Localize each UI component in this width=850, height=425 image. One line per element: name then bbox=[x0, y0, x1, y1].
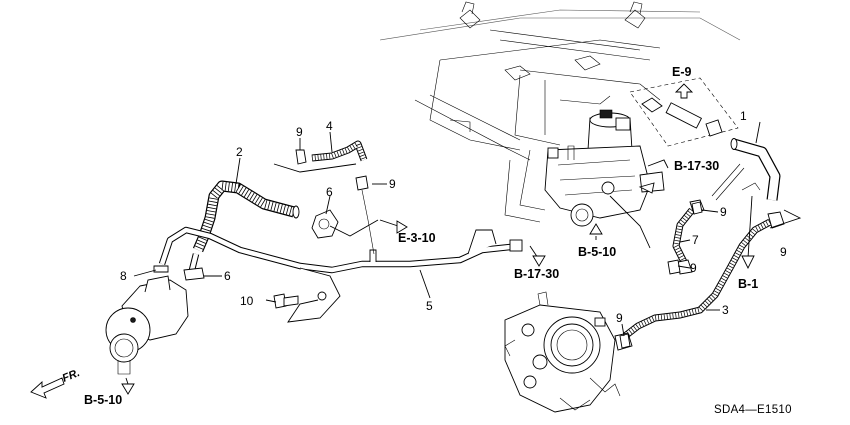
callout-6-lower: 6 bbox=[224, 269, 231, 283]
egr-valve-assembly bbox=[544, 109, 665, 227]
callout-numbers: 1 2 3 4 5 6 6 7 8 9 9 9 9 9 9 10 bbox=[120, 109, 787, 325]
throttle-body bbox=[504, 291, 633, 413]
ref-b1: B-1 bbox=[738, 277, 758, 291]
ref-e9: E-9 bbox=[672, 65, 692, 79]
intake-manifold-background bbox=[379, 1, 741, 223]
part-4-hose bbox=[311, 140, 368, 162]
water-valve bbox=[105, 275, 189, 375]
reference-arrows bbox=[30, 83, 755, 399]
callout-10: 10 bbox=[240, 294, 254, 308]
part-3-hose bbox=[622, 211, 785, 339]
callout-9-c: 9 bbox=[720, 205, 727, 219]
callout-9-a: 9 bbox=[296, 125, 303, 139]
callout-9-f: 9 bbox=[616, 311, 623, 325]
callout-9-b: 9 bbox=[389, 177, 396, 191]
e9-detail-box bbox=[629, 77, 739, 147]
part-8-and-6-lower bbox=[153, 265, 205, 281]
ref-b1730-mid: B-17-30 bbox=[514, 267, 559, 281]
front-direction-arrow-icon bbox=[30, 377, 65, 399]
leader-lines bbox=[133, 121, 802, 337]
callout-7: 7 bbox=[692, 233, 699, 247]
arrow-down-icon bbox=[532, 255, 546, 267]
ref-b510-bottom: B-5-10 bbox=[84, 393, 122, 407]
callout-8: 8 bbox=[120, 269, 127, 283]
reference-labels: E-9 B-17-30 E-3-10 B-5-10 B-17-30 B-1 B-… bbox=[84, 65, 758, 407]
front-direction-label: FR. bbox=[61, 367, 82, 385]
part-6-clip-upper bbox=[311, 209, 339, 239]
callout-2: 2 bbox=[236, 145, 243, 159]
arrow-left-icon bbox=[638, 182, 655, 194]
callout-5: 5 bbox=[426, 299, 433, 313]
part-5-pipe bbox=[158, 226, 523, 323]
ref-e310: E-3-10 bbox=[398, 231, 436, 245]
diagram-code: SDA4—E1510 bbox=[714, 404, 792, 416]
callout-9-d: 9 bbox=[780, 245, 787, 259]
ref-b510-mid: B-5-10 bbox=[578, 245, 616, 259]
part-1-hose bbox=[711, 138, 781, 201]
arrow-right-icon bbox=[396, 220, 408, 234]
arrow-up-icon bbox=[674, 83, 694, 99]
callout-4: 4 bbox=[326, 119, 333, 133]
callout-9-e: 9 bbox=[690, 261, 697, 275]
ref-b1730-top: B-17-30 bbox=[674, 159, 719, 173]
part-10-bolt bbox=[273, 293, 299, 309]
arrow-down-b1-icon bbox=[741, 255, 755, 270]
arrow-up-small-icon bbox=[589, 223, 603, 235]
arrow-down-b510-icon bbox=[121, 383, 135, 395]
callout-3: 3 bbox=[722, 303, 729, 317]
callout-1: 1 bbox=[740, 109, 747, 123]
clips-9 bbox=[295, 149, 703, 349]
callout-6-upper: 6 bbox=[326, 185, 333, 199]
